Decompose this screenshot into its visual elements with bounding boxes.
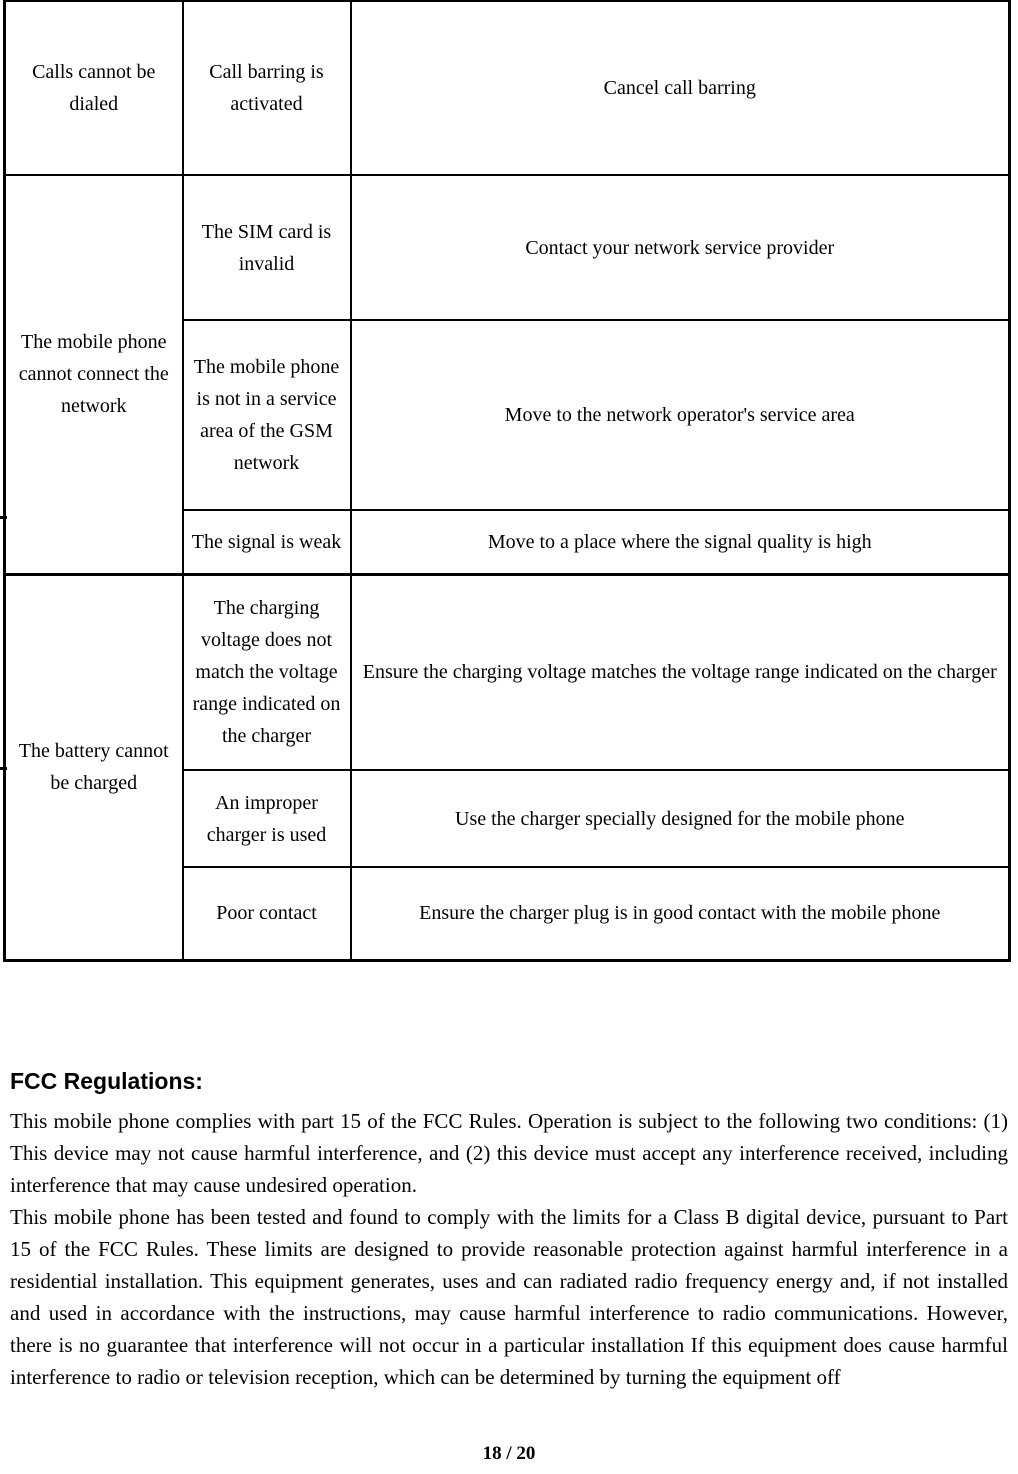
problem-cell: The mobile phone cannot connect the netw… bbox=[3, 174, 184, 575]
table-gridline-mark bbox=[0, 516, 7, 519]
cause-cell: The signal is weak bbox=[181, 509, 352, 575]
cause-cell: Call barring is activated bbox=[181, 0, 352, 176]
cause-cell: An improper charger is used bbox=[181, 769, 352, 868]
table-row: The mobile phone is not in a service are… bbox=[5, 319, 1011, 511]
table-row: Calls cannot be dialed Call barring is a… bbox=[3, 0, 1011, 176]
solution-cell: Ensure the charging voltage matches the … bbox=[349, 572, 1011, 771]
fcc-paragraph-2: This mobile phone has been tested and fo… bbox=[10, 1205, 1008, 1389]
fcc-paragraph-1: This mobile phone complies with part 15 … bbox=[10, 1109, 1008, 1197]
solution-cell: Contact your network service provider bbox=[349, 174, 1011, 321]
cause-cell: Poor contact bbox=[181, 866, 352, 961]
solution-cell: Move to a place where the signal quality… bbox=[349, 509, 1011, 575]
table-row: The battery cannot be charged The chargi… bbox=[3, 572, 1011, 961]
table-row: An improper charger is used Use the char… bbox=[5, 769, 1011, 868]
table-row: The mobile phone cannot connect the netw… bbox=[3, 174, 1011, 575]
table-gridline-mark bbox=[0, 767, 7, 770]
table-row: Poor contact Ensure the charger plug is … bbox=[5, 866, 1011, 961]
solution-cell: Use the charger specially designed for t… bbox=[349, 769, 1011, 868]
solution-cell: Ensure the charger plug is in good conta… bbox=[349, 866, 1011, 961]
fcc-heading: FCC Regulations: bbox=[10, 1068, 203, 1094]
fcc-regulations-section: FCC Regulations: This mobile phone compl… bbox=[10, 1066, 1008, 1393]
cause-cell: The charging voltage does not match the … bbox=[181, 572, 352, 771]
page-number: 18 / 20 bbox=[482, 1443, 536, 1464]
cause-cell: The SIM card is invalid bbox=[181, 174, 352, 321]
solution-cell: Cancel call barring bbox=[349, 0, 1011, 176]
cause-cell: The mobile phone is not in a service are… bbox=[181, 319, 352, 511]
problem-cell: The battery cannot be charged bbox=[3, 572, 184, 961]
solution-cell: Move to the network operator's service a… bbox=[349, 319, 1011, 511]
problem-cell: Calls cannot be dialed bbox=[3, 0, 184, 176]
table-row: The signal is weak Move to a place where… bbox=[5, 509, 1011, 575]
troubleshooting-table: Calls cannot be dialed Call barring is a… bbox=[3, 0, 1011, 962]
